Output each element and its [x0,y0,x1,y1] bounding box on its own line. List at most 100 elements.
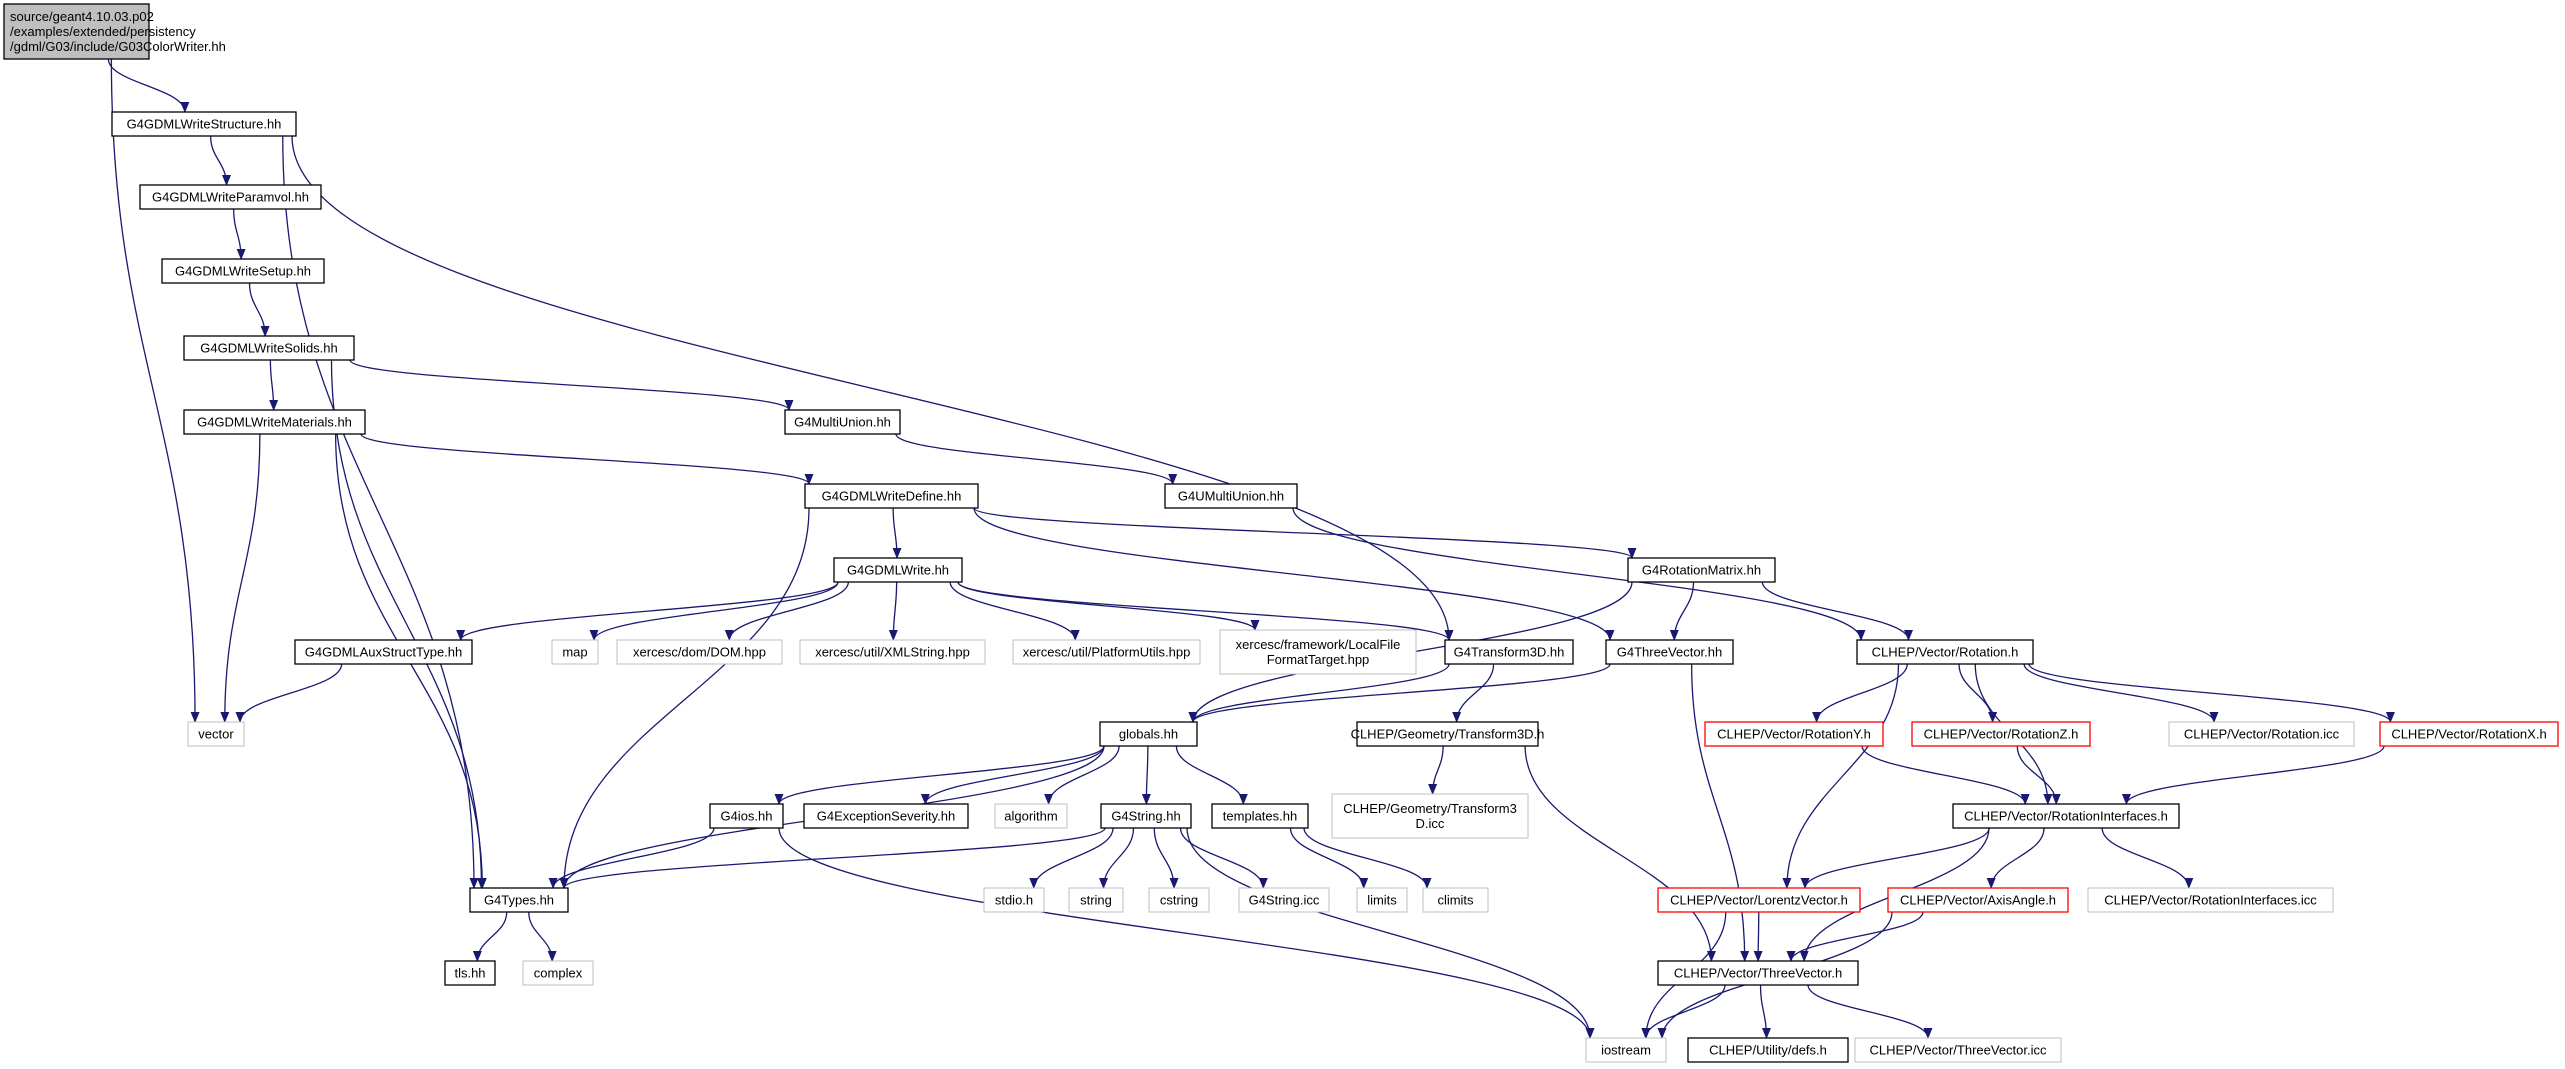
node-write-paramvol[interactable]: G4GDMLWriteParamvol.hh [139,184,322,210]
node-three-vector[interactable]: G4ThreeVector.hh [1605,639,1734,665]
node-gdmlwrite[interactable]: G4GDMLWrite.hh [833,557,963,583]
node-g4-string[interactable]: G4String.hh [1100,803,1192,829]
node-box [1422,887,1489,913]
node-label: G4MultiUnion.hh [794,415,891,430]
node-string[interactable]: string [1068,887,1124,913]
node-rotation[interactable]: CLHEP/Vector/Rotation.h [1856,639,2034,665]
edge-globals-to-g4-string [1141,745,1151,805]
node-g4-string-icc[interactable]: G4String.icc [1238,887,1330,913]
node-box [1854,1037,2062,1063]
edge-rotation-interfaces-to-axis-angle [1986,827,2045,889]
node-umulti-union[interactable]: G4UMultiUnion.hh [1164,483,1298,509]
node-cstring[interactable]: cstring [1148,887,1210,913]
node-box [784,409,901,435]
edge-root-to-vector [110,58,200,723]
node-box [1068,887,1124,913]
node-transform3-d[interactable]: G4Transform3D.hh [1444,639,1574,665]
node-root[interactable]: source/geant4.10.03.p02/examples/extende… [3,3,226,60]
node-box [161,258,325,284]
edge-rotation-z-to-rotation-interfaces [2016,745,2061,805]
node-templates[interactable]: templates.hh [1211,803,1309,829]
node-label: xercesc/util/XMLString.hpp [815,645,970,660]
node-vector[interactable]: vector [187,721,245,747]
node-label: algorithm [1004,809,1057,824]
node-write-structure[interactable]: G4GDMLWriteStructure.hh [111,111,297,137]
edge-templates-to-limits [1289,827,1369,889]
edge-write-setup-to-write-solids [248,282,270,337]
node-label: G4ThreeVector.hh [1617,645,1723,660]
edge-root-to-write-structure [107,58,190,113]
node-write-define[interactable]: G4GDMLWriteDefine.hh [804,483,979,509]
node-box [111,111,297,137]
node-aux-struct-type[interactable]: G4GDMLAuxStructType.hh [294,639,473,665]
node-geo-transform3-d[interactable]: CLHEP/Geometry/Transform3D.h [1351,721,1545,747]
node-write-solids[interactable]: G4GDMLWriteSolids.hh [183,335,355,361]
node-three-vector-h[interactable]: CLHEP/Vector/ThreeVector.h [1657,960,1859,986]
node-label: tls.hh [454,966,485,981]
edge-three-vector-h-to-defs [1759,984,1771,1039]
node-box [709,803,784,829]
node-label: CLHEP/Vector/RotationY.h [1717,727,1871,742]
node-label: G4Types.hh [484,893,554,908]
node-platform-utils[interactable]: xercesc/util/PlatformUtils.hpp [1012,639,1201,665]
node-box [551,639,599,665]
edge-write-structure-to-write-paramvol [209,135,232,186]
node-three-vector-icc[interactable]: CLHEP/Vector/ThreeVector.icc [1854,1037,2062,1063]
node-g4ios[interactable]: G4ios.hh [709,803,784,829]
node-tls[interactable]: tls.hh [444,960,496,986]
node-rotation-y[interactable]: CLHEP/Vector/RotationY.h [1704,721,1884,747]
node-xmlstring[interactable]: xercesc/util/XMLString.hpp [799,639,986,665]
node-climits[interactable]: climits [1422,887,1489,913]
node-rotation-matrix[interactable]: G4RotationMatrix.hh [1627,557,1776,583]
node-exception-severity[interactable]: G4ExceptionSeverity.hh [803,803,969,829]
node-transform3-dicc[interactable]: CLHEP/Geometry/Transform3D.icc [1331,793,1529,839]
node-label: iostream [1601,1043,1651,1058]
node-rotation-icc[interactable]: CLHEP/Vector/Rotation.icc [2168,721,2355,747]
node-dom[interactable]: xercesc/dom/DOM.hpp [616,639,783,665]
node-rotation-z[interactable]: CLHEP/Vector/RotationZ.h [1911,721,2091,747]
node-g4-types[interactable]: G4Types.hh [469,887,569,913]
node-box [994,803,1068,829]
edge-rotation-y-to-rotation-interfaces [1861,745,2030,805]
node-label: /gdml/G03/include/G03ColorWriter.hh [10,39,226,54]
node-stdio[interactable]: stdio.h [983,887,1045,913]
node-limits[interactable]: limits [1356,887,1408,913]
node-box [1657,887,1861,913]
node-layer: source/geant4.10.03.p02/examples/extende… [3,3,2559,1063]
edge-g4-string-to-cstring [1153,827,1179,889]
node-box [187,721,245,747]
node-local-file[interactable]: xercesc/framework/LocalFileFormatTarget.… [1219,629,1417,675]
node-label: xercesc/dom/DOM.hpp [633,645,766,660]
node-write-materials[interactable]: G4GDMLWriteMaterials.hh [183,409,366,435]
node-defs[interactable]: CLHEP/Utility/defs.h [1687,1037,1849,1063]
node-label: limits [1367,893,1397,908]
node-box [3,3,150,60]
node-iostream[interactable]: iostream [1585,1037,1667,1063]
node-lorentz-vector[interactable]: CLHEP/Vector/LorentzVector.h [1657,887,1861,913]
edge-transform3-d-to-globals [1188,663,1450,723]
node-rotation-interfaces-icc[interactable]: CLHEP/Vector/RotationInterfaces.icc [2087,887,2334,913]
node-label: D.icc [1416,816,1445,831]
node-axis-angle[interactable]: CLHEP/Vector/AxisAngle.h [1887,887,2069,913]
node-complex[interactable]: complex [522,960,594,986]
node-multi-union[interactable]: G4MultiUnion.hh [784,409,901,435]
node-map[interactable]: map [551,639,599,665]
node-label: vector [198,727,234,742]
edge-rotation-interfaces-to-rotation-interfaces-icc [2101,827,2194,889]
node-label: G4ios.hh [720,809,772,824]
node-rotation-interfaces[interactable]: CLHEP/Vector/RotationInterfaces.h [1952,803,2180,829]
node-label: G4GDMLWriteMaterials.hh [197,415,352,430]
node-algorithm[interactable]: algorithm [994,803,1068,829]
node-box [183,335,355,361]
node-write-setup[interactable]: G4GDMLWriteSetup.hh [161,258,325,284]
node-box [1687,1037,1849,1063]
node-label: CLHEP/Vector/Rotation.h [1872,645,2019,660]
node-box [1627,557,1776,583]
node-globals[interactable]: globals.hh [1099,721,1198,747]
node-box [616,639,783,665]
node-box [2379,721,2559,747]
node-label: G4ExceptionSeverity.hh [817,809,956,824]
node-label: source/geant4.10.03.p02 [10,9,154,24]
node-rotation-x[interactable]: CLHEP/Vector/RotationX.h [2379,721,2559,747]
node-label: CLHEP/Vector/RotationInterfaces.icc [2104,893,2317,908]
